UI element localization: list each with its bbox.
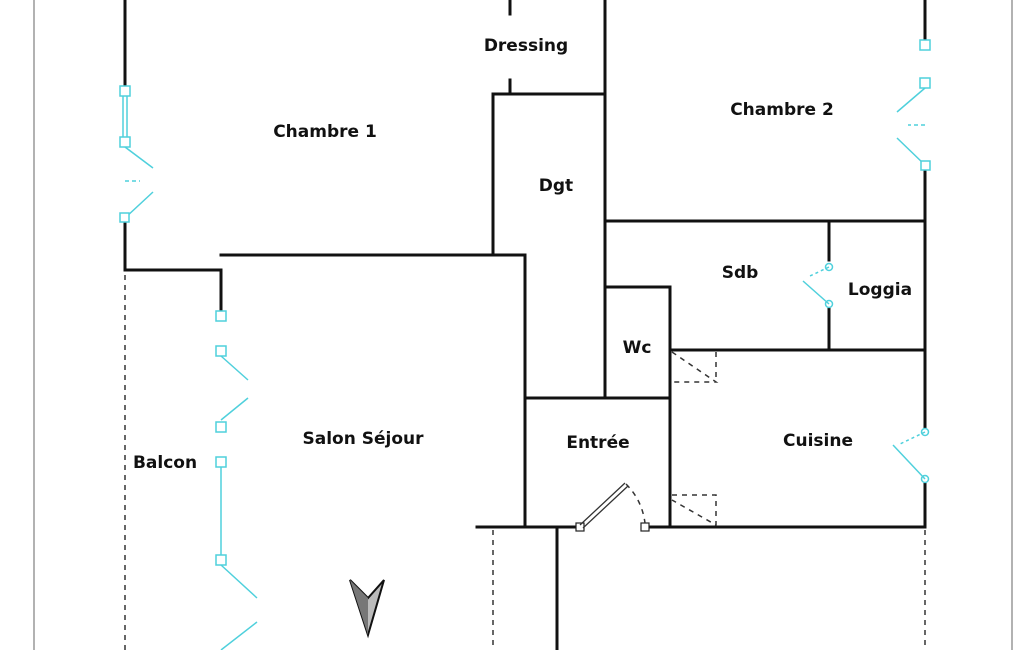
room-label-sdb: Sdb [722,263,759,283]
windows [119,39,931,650]
room-label-dressing: Dressing [484,36,568,56]
room-label-chambre2: Chambre 2 [730,100,834,120]
room-label-wc: Wc [623,338,652,358]
room-label-loggia: Loggia [848,280,912,300]
room-label-balcon: Balcon [133,453,197,473]
room-label-chambre1: Chambre 1 [273,122,377,142]
room-label-entree: Entrée [566,433,629,453]
room-label-dgt: Dgt [539,176,573,196]
doors [575,351,719,532]
room-label-cuisine: Cuisine [783,431,853,451]
balcony-outlines [124,275,926,650]
room-label-salon: Salon Séjour [302,429,424,449]
north-arrow-shade [350,580,368,635]
walls [123,0,927,650]
